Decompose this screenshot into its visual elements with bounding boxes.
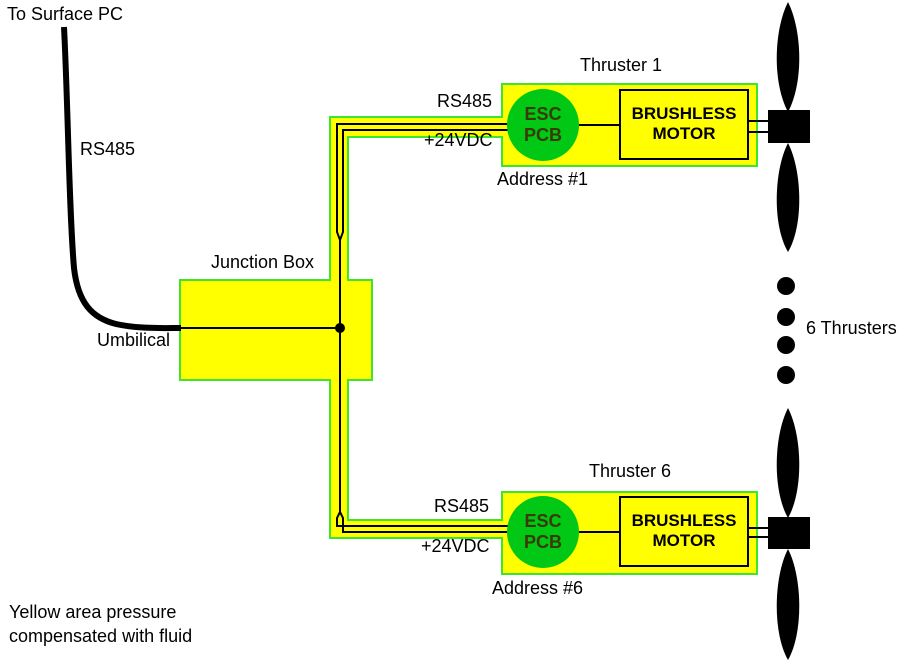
pressure-note: Yellow area pressure compensated with fl… bbox=[9, 602, 193, 646]
esc-pcb-circle-1 bbox=[507, 89, 579, 161]
thruster1-title: Thruster 1 bbox=[580, 55, 663, 75]
brushless-motor-box-6 bbox=[619, 496, 749, 567]
propeller-1-top-blade bbox=[776, 2, 800, 112]
esc-pcb-circle-6 bbox=[507, 496, 579, 568]
junction-node-dot bbox=[335, 323, 345, 333]
umbilical-label: Umbilical bbox=[97, 330, 171, 350]
propeller-6-top-blade bbox=[776, 408, 800, 518]
thruster6-title: Thruster 6 bbox=[589, 461, 672, 481]
umbilical-rs485-label: RS485 bbox=[80, 139, 136, 159]
thruster6-address-label: Address #6 bbox=[492, 578, 584, 598]
thruster1-esc-pcb-label: ESC PCB bbox=[523, 104, 562, 145]
thruster6-esc-pcb-label: ESC PCB bbox=[523, 511, 562, 552]
thruster1-address-label: Address #1 bbox=[497, 169, 589, 189]
propeller-6-bottom-blade bbox=[776, 549, 800, 660]
umbilical-cable bbox=[61, 26, 182, 332]
propeller-6 bbox=[768, 408, 810, 660]
junction-box-label: Junction Box bbox=[211, 252, 315, 272]
more-thrusters-dots bbox=[777, 277, 795, 384]
motor-shaft-lines-6 bbox=[748, 527, 769, 538]
motor-shaft-lines-1 bbox=[748, 120, 769, 133]
thruster6-24vdc-label: +24VDC bbox=[421, 536, 490, 556]
propeller-1-hub bbox=[768, 110, 810, 143]
rs485-wire bbox=[336, 123, 508, 527]
thruster1-24vdc-label: +24VDC bbox=[424, 130, 493, 150]
propeller-6-hub bbox=[768, 517, 810, 549]
thruster1-motor-label: BRUSHLESS MOTOR bbox=[631, 104, 737, 143]
thruster6-motor-label: BRUSHLESS MOTOR bbox=[631, 511, 737, 550]
power-24vdc-wire bbox=[339, 129, 508, 533]
brushless-motor-box-1 bbox=[619, 89, 749, 160]
propeller-1 bbox=[768, 2, 810, 252]
to-surface-pc-label: To Surface PC bbox=[7, 4, 124, 24]
six-thrusters-label: 6 Thrusters bbox=[806, 318, 897, 338]
propeller-1-bottom-blade bbox=[776, 143, 800, 252]
thruster6-rs485-label: RS485 bbox=[434, 496, 490, 516]
thruster1-rs485-label: RS485 bbox=[437, 91, 493, 111]
